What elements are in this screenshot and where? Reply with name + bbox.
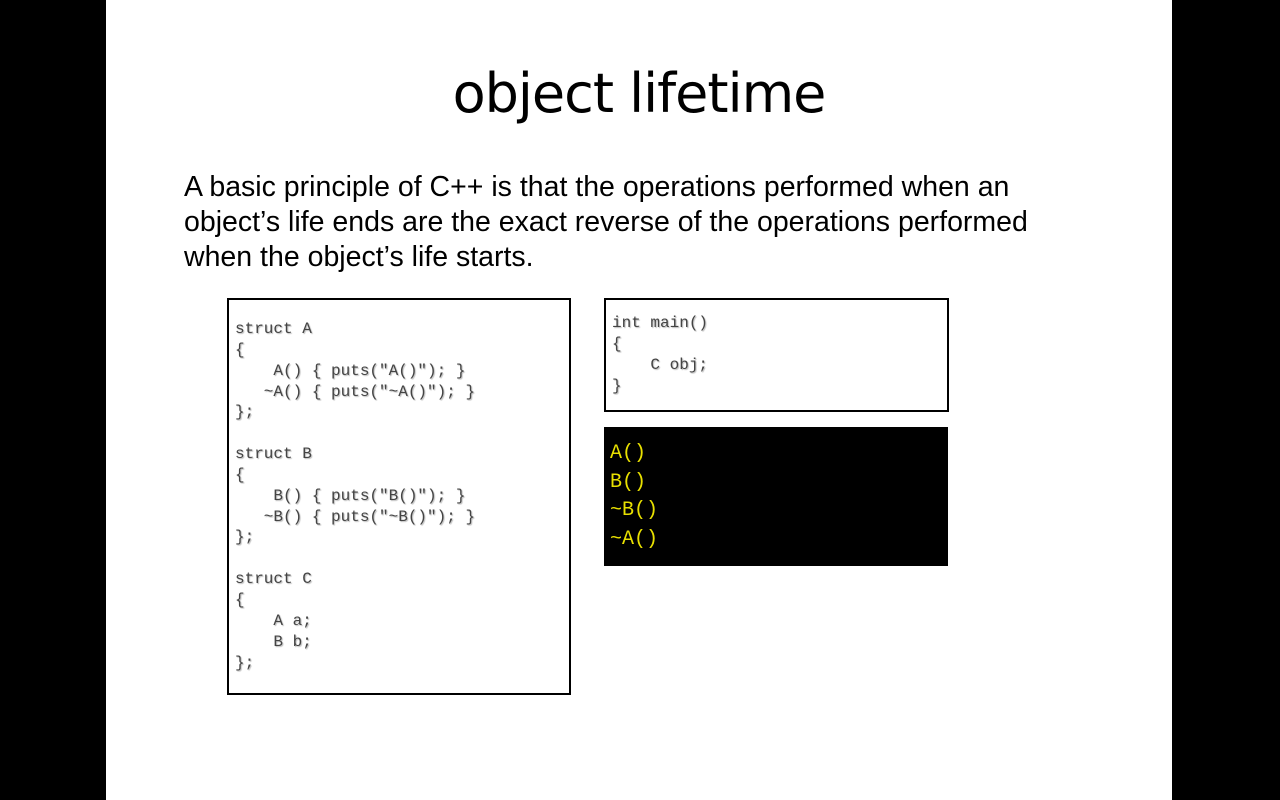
main-code-box: int main() { C obj; } bbox=[604, 298, 949, 412]
slide: object lifetime A basic principle of C++… bbox=[106, 0, 1172, 800]
slide-body-text: A basic principle of C++ is that the ope… bbox=[184, 171, 1028, 273]
output-terminal: A() B() ~B() ~A() bbox=[604, 427, 948, 566]
slide-title: object lifetime bbox=[452, 62, 827, 125]
output-line: A() bbox=[610, 442, 647, 465]
output-line: B() bbox=[610, 470, 647, 494]
output-line: ~B() bbox=[610, 499, 659, 522]
output-line: ~A() bbox=[610, 527, 659, 551]
struct-code: struct A { A() { puts("A()"); } ~A() { p… bbox=[235, 320, 476, 672]
struct-code-box: struct A { A() { puts("A()"); } ~A() { p… bbox=[227, 298, 571, 695]
main-code: int main() { C obj; } bbox=[612, 314, 709, 395]
